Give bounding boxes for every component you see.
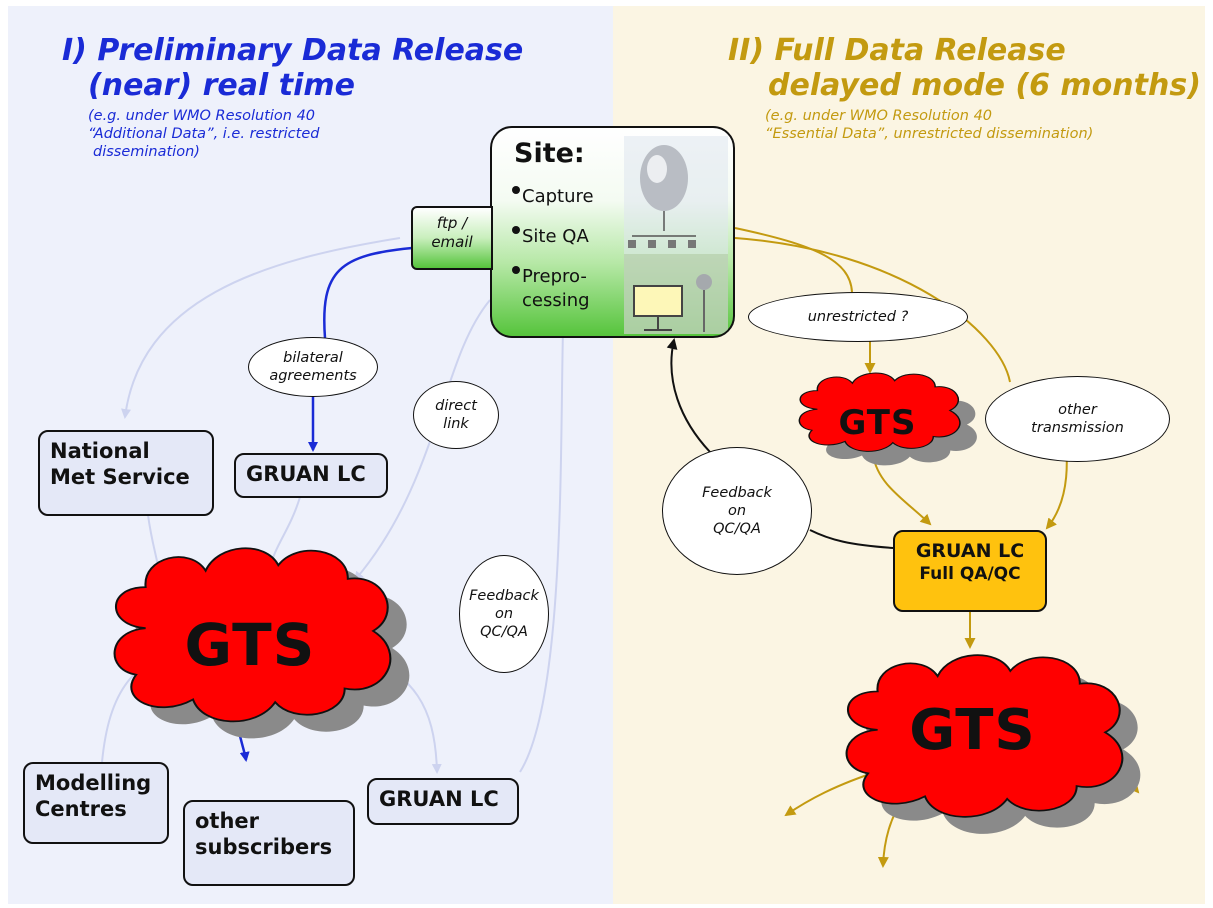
left-title-line2: (near) real time — [88, 68, 355, 103]
right-title-line1: II) Full Data Release — [728, 33, 1066, 68]
other-transmission-oval: other transmission — [985, 376, 1170, 462]
left-note-line3: dissemination) — [93, 144, 200, 160]
nms-line1: National — [50, 439, 150, 463]
site-item-label: Capture — [522, 186, 594, 207]
gruan-lc-bottom-label: GRUAN LC — [379, 787, 499, 811]
unrestricted-oval: unrestricted ? — [748, 292, 968, 342]
email-label: email — [431, 233, 473, 251]
gruan-lc-label: GRUAN LC — [246, 462, 366, 486]
feedback-left-oval: Feedback on QC/QA — [459, 555, 549, 673]
site-item-preprocessing: Prepro- — [512, 266, 587, 288]
right-title-line2: delayed mode (6 months) — [768, 68, 1201, 103]
ftp-email-tag: ftp / email — [411, 206, 493, 270]
modelling-line2: Centres — [35, 797, 127, 821]
left-note-line1: (e.g. under WMO Resolution 40 — [88, 108, 316, 124]
bullet — [512, 186, 520, 194]
subscribers-line1: other — [195, 809, 260, 833]
feedback-right-oval: Feedback on QC/QA — [662, 447, 812, 575]
gruan-lc-box: GRUAN LC — [234, 453, 388, 498]
site-item-label: Prepro- — [522, 266, 587, 287]
balloon-radiosonde-icon — [624, 136, 728, 334]
bullet — [512, 266, 520, 274]
other-subscribers-box: other subscribers — [183, 800, 355, 886]
site-box: Site: Capture Site QA Prepro- cessing — [490, 126, 735, 338]
site-title: Site: — [514, 138, 585, 169]
gruan-lc-full-qa-box: GRUAN LC Full QA/QC — [893, 530, 1047, 612]
site-item-capture: Capture — [512, 186, 594, 208]
right-note-line1: (e.g. under WMO Resolution 40 — [765, 108, 993, 124]
left-note-line2: “Additional Data”, i.e. restricted — [88, 126, 320, 142]
bilateral-agreements-oval: bilateral agreements — [248, 337, 378, 397]
national-met-service-box: National Met Service — [38, 430, 214, 516]
bullet — [512, 226, 520, 234]
feedback-link — [666, 338, 894, 549]
nms-line2: Met Service — [50, 465, 190, 489]
subscribers-line2: subscribers — [195, 835, 333, 859]
gruan-lc-bottom-box: GRUAN LC — [367, 778, 519, 825]
left-title-line1: I) Preliminary Data Release — [62, 33, 524, 68]
gts-label-main: GTS — [184, 611, 316, 679]
gts-label-right-big: GTS — [909, 698, 1036, 763]
site-item-preprocessing-cont: cessing — [522, 290, 590, 311]
lc-full-line2: Full QA/QC — [919, 564, 1021, 584]
direct-link-oval: direct link — [413, 381, 499, 449]
site-item-site-qa: Site QA — [512, 226, 589, 248]
modelling-line1: Modelling — [35, 771, 152, 795]
modelling-centres-box: Modelling Centres — [23, 762, 169, 844]
gts-label-right-small: GTS — [838, 403, 917, 443]
lc-full-line1: GRUAN LC — [915, 540, 1025, 562]
right-note-line2: “Essential Data”, unrestricted dissemina… — [765, 126, 1094, 142]
site-item-label: Site QA — [522, 226, 589, 247]
ftp-label: ftp / — [436, 214, 468, 232]
